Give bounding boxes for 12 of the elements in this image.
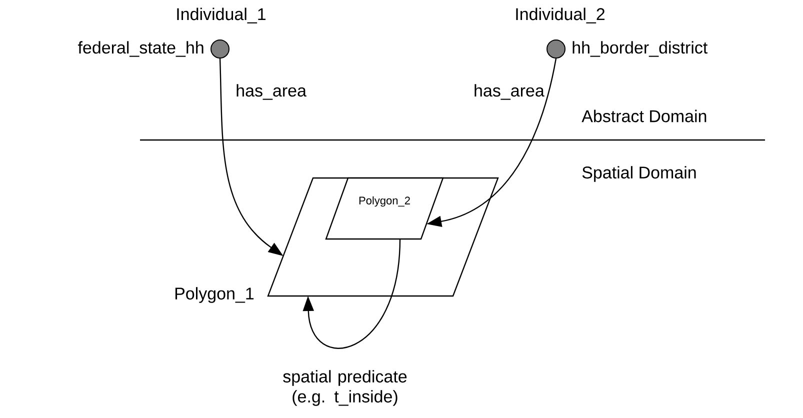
- domain-label: Abstract Domain: [582, 110, 706, 122]
- node-label: Individual_2: [516, 8, 604, 24]
- edge-label: has_area: [236, 84, 306, 100]
- edge-label: spatial predicate (e.g. t_inside): [283, 370, 407, 406]
- arrow: [302, 238, 401, 349]
- node-label: federal_state_hh: [78, 41, 204, 57]
- edge-label: has_area: [474, 84, 544, 100]
- domain-label: Spatial Domain: [582, 166, 696, 182]
- node-label: hh_border_district: [572, 41, 708, 57]
- parallelogram: Polygon_2: [325, 177, 444, 240]
- node-label: Individual_1: [177, 8, 266, 24]
- node-label: Polygon_1: [175, 287, 254, 303]
